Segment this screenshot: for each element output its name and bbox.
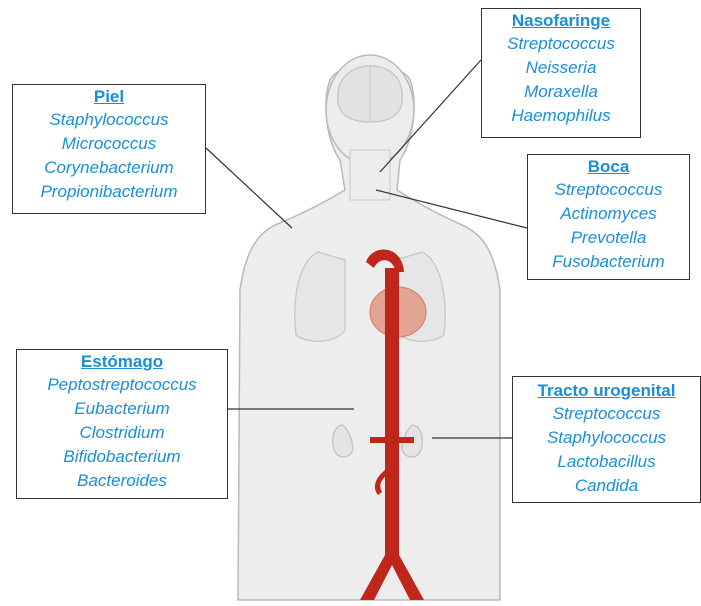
label-box-nasofaringe: Nasofaringe Streptococcus Neisseria Mora… <box>481 8 641 138</box>
renal-artery-right <box>396 437 414 443</box>
label-box-tracto-urogenital: Tracto urogenital Streptococcus Staphylo… <box>512 376 701 503</box>
organism-label: Fusobacterium <box>528 250 689 274</box>
organism-label: Micrococcus <box>13 132 205 156</box>
organism-label: Neisseria <box>482 56 640 80</box>
organism-label: Lactobacillus <box>513 450 700 474</box>
organism-label: Propionibacterium <box>13 180 205 204</box>
organism-label: Actinomyces <box>528 202 689 226</box>
organism-label: Bacteroides <box>17 469 227 493</box>
organism-label: Eubacterium <box>17 397 227 421</box>
organism-label: Streptococcus <box>482 32 640 56</box>
organism-label: Staphylococcus <box>13 108 205 132</box>
label-box-piel: Piel Staphylococcus Micrococcus Coryneba… <box>12 84 206 214</box>
organism-label: Streptococcus <box>513 402 700 426</box>
connector-piel <box>206 148 292 228</box>
organism-label: Clostridium <box>17 421 227 445</box>
organism-label: Moraxella <box>482 80 640 104</box>
organism-label: Streptococcus <box>528 178 689 202</box>
box-title: Piel <box>13 86 205 108</box>
organism-label: Candida <box>513 474 700 498</box>
box-title: Tracto urogenital <box>513 380 700 402</box>
label-box-boca: Boca Streptococcus Actinomyces Prevotell… <box>527 154 690 280</box>
organism-label: Bifidobacterium <box>17 445 227 469</box>
organism-label: Corynebacterium <box>13 156 205 180</box>
organism-label: Staphylococcus <box>513 426 700 450</box>
box-title: Boca <box>528 156 689 178</box>
renal-artery-left <box>370 437 388 443</box>
organism-label: Haemophilus <box>482 104 640 128</box>
organism-label: Peptostreptococcus <box>17 373 227 397</box>
label-box-estomago: Estómago Peptostreptococcus Eubacterium … <box>16 349 228 499</box>
box-title: Nasofaringe <box>482 10 640 32</box>
box-title: Estómago <box>17 351 227 373</box>
organism-label: Prevotella <box>528 226 689 250</box>
aorta <box>385 268 399 558</box>
